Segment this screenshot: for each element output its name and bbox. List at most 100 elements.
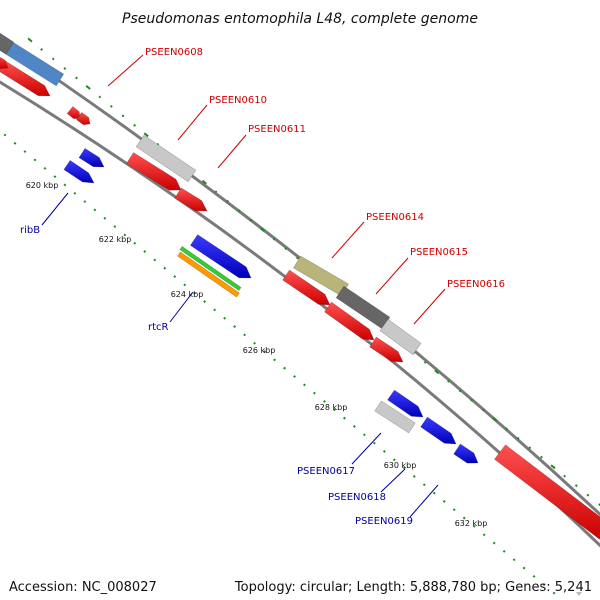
gene-orange-strip xyxy=(177,251,240,298)
inner-tick-mark xyxy=(13,141,17,145)
inner-tick-mark xyxy=(472,525,476,528)
outer-tick-mark xyxy=(586,493,590,497)
inner-tick-mark xyxy=(303,383,306,387)
outer-tick-mark xyxy=(98,95,102,99)
gene-label-rtcr: rtcR xyxy=(148,322,169,333)
map-title: Pseudomonas entomophila L48, complete ge… xyxy=(122,11,478,27)
outer-tick-mark xyxy=(423,360,427,364)
outer-tick-mark xyxy=(156,142,160,146)
gene-features xyxy=(0,32,600,540)
outer-tick-mark xyxy=(447,379,450,383)
inner-tick-mark xyxy=(402,466,406,470)
inner-tick-mark xyxy=(163,266,167,270)
inner-tick-mark xyxy=(352,425,356,428)
outer-tick-mark xyxy=(51,57,55,61)
scale-label-620: 620 kbp xyxy=(26,181,59,190)
inner-tick-mark xyxy=(522,566,526,570)
inner-tick-mark xyxy=(43,166,47,170)
gene-red-tiny-a xyxy=(66,106,81,120)
outer-tick-mark xyxy=(133,123,137,127)
inner-tick-mark xyxy=(193,291,197,295)
gene-label-pseen0611: PSEEN0611 xyxy=(248,124,306,135)
inner-tick-mark xyxy=(542,583,546,587)
outer-tick-mark xyxy=(272,237,276,241)
outer-tick-mark xyxy=(121,114,125,118)
inner-tick-mark xyxy=(482,533,486,537)
scale-label-622: 622 kbp xyxy=(99,235,132,244)
inner-tick-mark xyxy=(23,150,27,154)
gene-red-cluster-b xyxy=(324,301,375,341)
gene-ribb xyxy=(63,159,95,184)
gene-red-small xyxy=(0,56,9,69)
inner-tick-mark xyxy=(3,133,7,137)
gene-label-pseen0617: PSEEN0617 xyxy=(297,466,355,477)
inner-tick-mark xyxy=(143,250,147,253)
gene-label-pseen0614: PSEEN0614 xyxy=(366,212,424,223)
outer-tick-mark xyxy=(237,209,241,213)
inner-tick-mark xyxy=(492,541,496,545)
inner-tick-mark xyxy=(73,191,77,195)
gene-pseen0611 xyxy=(126,152,182,191)
inner-tick-mark xyxy=(123,233,127,237)
inner-tick-mark xyxy=(33,158,37,162)
gene-pseen0619 xyxy=(420,416,457,445)
gene-pseen0617 xyxy=(374,400,416,434)
outer-tick-mark xyxy=(284,247,288,250)
inner-tick-mark xyxy=(362,433,366,437)
inner-tick-mark xyxy=(63,183,67,187)
outer-tick-mark xyxy=(505,427,508,431)
outer-tick-mark xyxy=(40,48,44,51)
inner-tick-mark xyxy=(432,491,436,495)
outer-tick-mark xyxy=(85,85,91,90)
scale-label-628: 628 kbp xyxy=(315,403,348,412)
outer-tick-mark xyxy=(528,446,532,450)
outer-tick-mark xyxy=(259,227,266,232)
inner-tick-mark xyxy=(133,241,137,245)
inner-tick-mark xyxy=(83,200,87,204)
outer-tick-mark xyxy=(143,132,149,138)
gene-label-ribb: ribB xyxy=(20,225,40,236)
gene-red-cluster-c xyxy=(369,336,404,363)
outer-tick-mark xyxy=(539,455,543,459)
gene-steel-blue xyxy=(0,33,65,87)
inner-tick-mark xyxy=(103,216,107,220)
inner-tick-mark xyxy=(283,366,286,370)
outer-tick-mark xyxy=(109,104,113,108)
inner-tick-mark xyxy=(113,225,117,228)
outer-tick-mark xyxy=(63,67,67,70)
outer-tick-mark xyxy=(201,179,207,185)
inner-tick-mark xyxy=(342,416,346,420)
outer-tick-mark xyxy=(516,436,520,440)
gene-pseen0615 xyxy=(335,285,391,330)
outer-tick-mark xyxy=(249,218,253,222)
gene-label-pseen0610: PSEEN0610 xyxy=(209,95,267,106)
gene-ribb-a xyxy=(78,147,105,168)
outer-tick-mark xyxy=(458,389,462,393)
outer-tick-mark xyxy=(27,37,33,43)
corner-marker-icon xyxy=(576,592,582,596)
inner-tick-mark xyxy=(173,275,177,278)
inner-tick-mark xyxy=(183,283,187,287)
inner-tick-mark xyxy=(293,375,296,378)
inner-tick-mark xyxy=(392,458,396,462)
gene-blue-end xyxy=(453,443,479,464)
outer-tick-mark xyxy=(563,474,567,478)
outer-tick-mark xyxy=(550,464,556,470)
outer-tick-mark xyxy=(434,369,440,375)
outer-tick-mark xyxy=(574,484,578,488)
tick-tracks xyxy=(3,37,600,595)
gene-red-after-0611 xyxy=(174,187,208,212)
outer-tick-mark xyxy=(75,76,78,80)
gene-label-pseen0608: PSEEN0608 xyxy=(145,47,203,58)
scale-label-626: 626 kbp xyxy=(243,346,276,355)
gene-rtcr-forward xyxy=(189,234,252,279)
inner-tick-mark xyxy=(203,300,207,303)
gene-pseen0616 xyxy=(379,318,422,356)
backbone-inner-line xyxy=(0,80,600,548)
topology-text: Topology: circular; Length: 5,888,780 bp… xyxy=(234,580,592,595)
gene-label-pseen0616: PSEEN0616 xyxy=(447,279,505,290)
inner-tick-mark xyxy=(452,508,456,512)
inner-tick-mark xyxy=(223,316,227,320)
gene-label-pseen0619: PSEEN0619 xyxy=(355,516,413,527)
inner-tick-mark xyxy=(502,549,506,553)
